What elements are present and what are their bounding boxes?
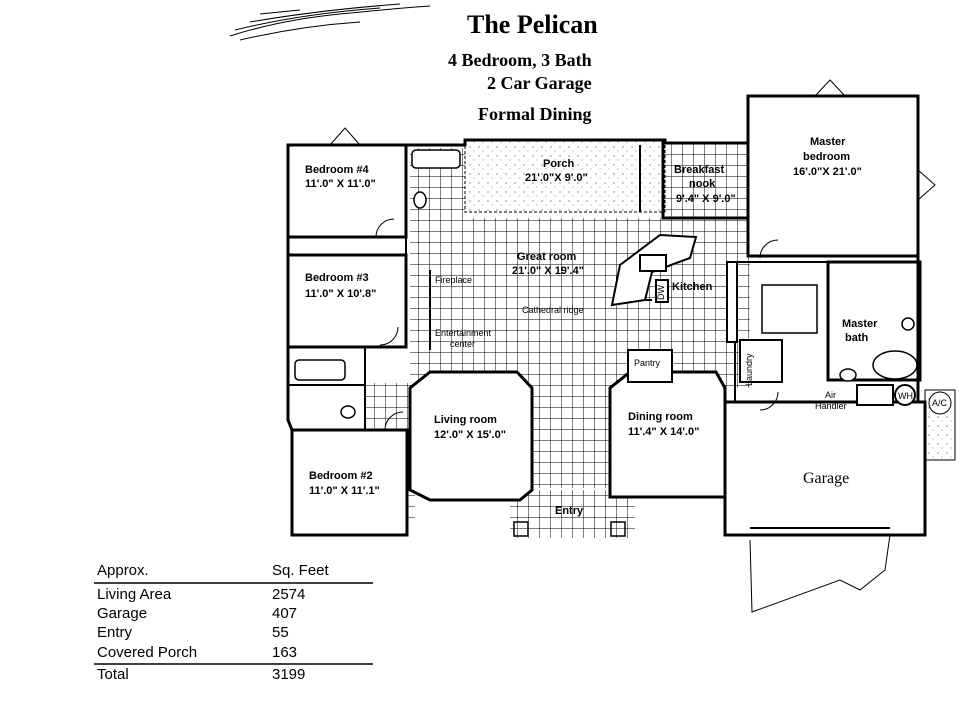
master-name2: bedroom xyxy=(803,151,850,163)
cathedral-label: Cathedral ridge xyxy=(522,305,584,315)
tile-floor-main xyxy=(410,218,750,388)
master-shower xyxy=(761,284,818,334)
plan-subtitle-garage: 2 Car Garage xyxy=(487,73,592,93)
tub-bed4 xyxy=(411,149,461,169)
master-name1: Master xyxy=(810,136,846,148)
dw-label: DW xyxy=(656,285,666,300)
sqft-total-row: Total 3199 xyxy=(97,666,387,686)
room-labels: Bedroom #4 11'.0" X 11'.0" Bedroom #3 11… xyxy=(305,136,878,517)
great-size: 21'.0" X 19'.4" xyxy=(512,265,584,277)
toilet-master xyxy=(839,368,857,382)
breakfast-size: 9'.4" X 9'.0" xyxy=(676,193,736,205)
ac-unit-circle xyxy=(928,391,952,415)
air-handler-label-2: Handler xyxy=(815,401,847,411)
water-heater xyxy=(894,384,916,406)
great-name: Great room xyxy=(517,251,577,263)
living-size: 12'.0" X 15'.0" xyxy=(434,429,506,441)
sink-master xyxy=(901,317,915,331)
sqft-row-value: 55 xyxy=(272,624,289,641)
toilet-hall xyxy=(340,405,356,419)
master-bedroom-room xyxy=(746,94,920,258)
plan-subtitle-bedrooms: 4 Bedroom, 3 Bath xyxy=(448,50,592,70)
sqft-row-label: Entry xyxy=(97,624,133,641)
garage-name: Garage xyxy=(803,470,849,487)
bedroom2-name: Bedroom #2 xyxy=(309,470,373,482)
porch-name: Porch xyxy=(543,158,574,170)
breakfast-name2: nook xyxy=(689,178,716,190)
entertainment-label-1: Entertainment xyxy=(435,328,492,338)
sqft-row: Covered Porch 163 xyxy=(97,644,387,664)
sqft-row: Living Area 2574 xyxy=(97,586,387,606)
fireplace-label: Fireplace xyxy=(435,275,472,285)
dining-size: 11'.4" X 14'.0" xyxy=(628,426,699,438)
bedroom4-name: Bedroom #4 xyxy=(305,164,369,176)
master-tub xyxy=(872,350,918,380)
pantry-label: Pantry xyxy=(634,358,661,368)
porch-size: 21'.0"X 9'.0" xyxy=(525,172,588,184)
wh-label: WH xyxy=(898,391,913,401)
exterior-wall xyxy=(288,94,920,402)
sqft-row-label: Covered Porch xyxy=(97,644,198,661)
breakfast-nook-room xyxy=(661,141,750,220)
sqft-row-label: Garage xyxy=(97,605,148,622)
west-wall xyxy=(286,145,294,431)
laundry-label: Laundry xyxy=(744,353,754,386)
sqft-table: Approx. Sq. Feet Living Area 2574 Garage… xyxy=(97,562,387,692)
bedroom4-size: 11'.0" X 11'.0" xyxy=(305,178,376,190)
bedroom2-room xyxy=(290,428,409,537)
master-bath-name1: Master xyxy=(842,318,878,330)
living-name: Living room xyxy=(434,414,497,426)
sqft-header-value: Sq. Feet xyxy=(272,562,329,579)
dining-name: Dining room xyxy=(628,411,693,423)
sqft-row-value: 163 xyxy=(272,644,298,661)
entertainment-label-2: center xyxy=(450,339,475,349)
bedroom2-size: 11'.0" X 11'.1" xyxy=(309,485,380,497)
master-bath-name2: bath xyxy=(845,332,869,344)
sqft-row-value: 407 xyxy=(272,605,298,622)
tile-floor-center xyxy=(530,383,610,488)
corner-scribble xyxy=(229,3,431,41)
kitchen-name: Kitchen xyxy=(672,281,713,293)
air-handler-label-1: Air xyxy=(825,390,836,400)
plan-title: The Pelican xyxy=(467,10,598,39)
porch-area xyxy=(464,139,666,213)
entry-name: Entry xyxy=(555,505,584,517)
sqft-row-label: Living Area xyxy=(97,586,172,603)
bedroom3-size: 11'.0" X 10'.8" xyxy=(305,288,376,300)
air-handler-closet xyxy=(856,384,894,406)
fixture-labels: Fireplace Cathedral ridge Entertainment … xyxy=(435,275,948,411)
bedroom3-room xyxy=(286,253,408,349)
sqft-header-label: Approx. xyxy=(97,562,149,579)
driveway-edge xyxy=(749,534,891,613)
sqft-row: Garage 407 xyxy=(97,605,387,625)
laundry-room xyxy=(739,339,783,383)
sqft-row: Entry 55 xyxy=(97,624,387,644)
breakfast-name1: Breakfast xyxy=(674,164,724,176)
master-size: 16'.0"X 21'.0" xyxy=(793,166,862,178)
plan-subtitle-dining: Formal Dining xyxy=(478,104,592,124)
living-room-room xyxy=(408,370,534,502)
kitchen-counters xyxy=(610,233,738,343)
sqft-row-value: 2574 xyxy=(272,586,306,603)
bedroom3-name: Bedroom #3 xyxy=(305,272,369,284)
sqft-total-value: 3199 xyxy=(272,666,306,683)
sqft-header-row: Approx. Sq. Feet xyxy=(97,562,387,582)
tub-hall xyxy=(294,359,346,381)
sqft-total-label: Total xyxy=(97,666,129,683)
pantry-room xyxy=(627,349,673,383)
toilet-bed4 xyxy=(413,191,427,209)
garage-room xyxy=(723,400,927,537)
entry-stoop xyxy=(513,521,626,537)
ac-label: A/C xyxy=(932,398,948,408)
bedroom4-room xyxy=(286,143,408,239)
